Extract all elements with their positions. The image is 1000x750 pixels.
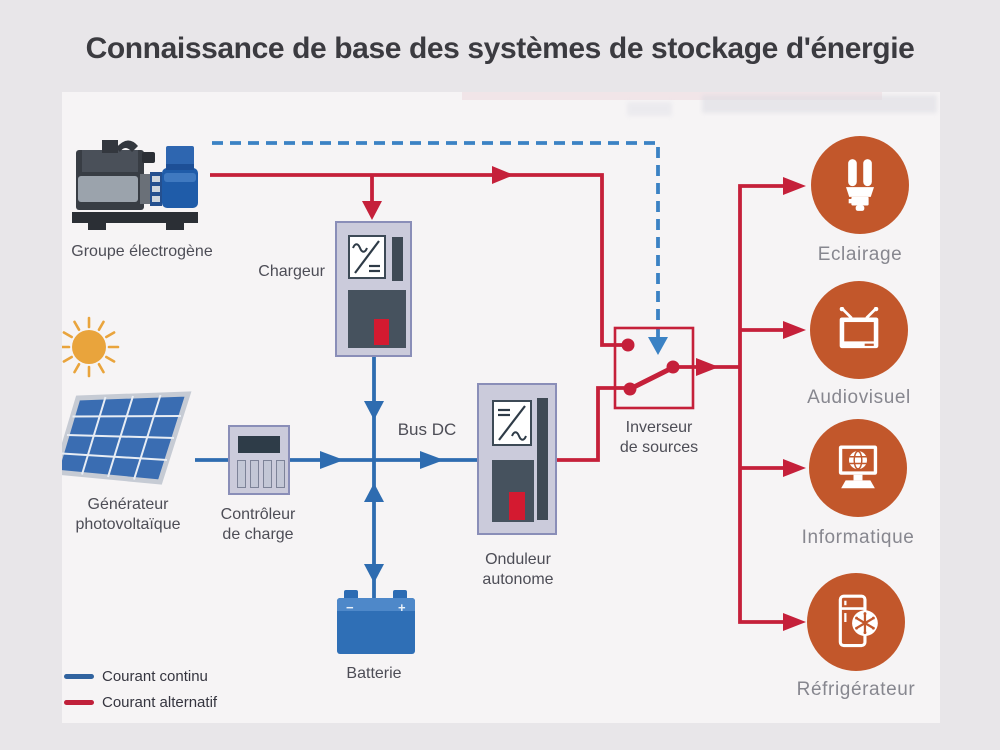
load-circle-lighting: [811, 136, 909, 234]
legend-dc-swatch: [64, 674, 94, 679]
inverter-box: [477, 383, 557, 535]
tv-icon: [839, 307, 879, 349]
legend-ac-label: Courant alternatif: [102, 694, 218, 711]
charge-controller-icon: [228, 425, 290, 495]
charger-label: Chargeur: [258, 263, 325, 280]
generator-icon: [72, 140, 198, 230]
cfl-bulb-icon: [846, 159, 874, 211]
inverter-panel: [492, 460, 534, 522]
dc-ac-inverter-icon: [492, 400, 532, 446]
charger-panel: [348, 290, 406, 348]
load-circle-refrigerator: [807, 573, 905, 671]
load-label-lighting: Eclairage: [817, 244, 903, 265]
fridge-icon: [838, 594, 878, 648]
inverter-label: Onduleur autonome: [482, 551, 554, 588]
load-circle-audiovisual: [810, 281, 908, 379]
load-label-audiovisual: Audiovisuel: [807, 387, 911, 408]
charge-controller-label: Contrôleur de charge: [220, 506, 296, 543]
solar-panel-icon: [62, 391, 192, 485]
load-label-computing: Informatique: [801, 527, 915, 548]
computer-icon: [838, 445, 878, 489]
generator-label: Groupe électrogène: [71, 243, 213, 260]
charger-heatsink-bar: [392, 237, 403, 281]
diagram-canvas: Groupe électrogène Chargeur: [62, 92, 940, 723]
load-label-refrigerator: Réfrigérateur: [796, 679, 916, 700]
pv-generator-label: Générateur photovoltaïque: [75, 496, 181, 533]
source-switch-label: Inverseur de sources: [619, 419, 699, 456]
battery-label: Batterie: [346, 665, 402, 682]
inverter-heatsink-bar: [537, 398, 548, 520]
battery-icon: − +: [337, 590, 415, 656]
ac-dc-converter-icon: [348, 235, 386, 279]
source-switch-box: [613, 326, 695, 410]
bus-dc-label: Bus DC: [397, 420, 457, 439]
load-circle-computing: [809, 419, 907, 517]
page-title: Connaissance de base des systèmes de sto…: [85, 32, 915, 65]
charger-box: [335, 221, 412, 357]
legend-dc-label: Courant continu: [102, 668, 208, 685]
wiring-diagram-svg: [195, 141, 806, 631]
legend-ac-swatch: [64, 700, 94, 705]
sun-icon: [62, 316, 120, 378]
